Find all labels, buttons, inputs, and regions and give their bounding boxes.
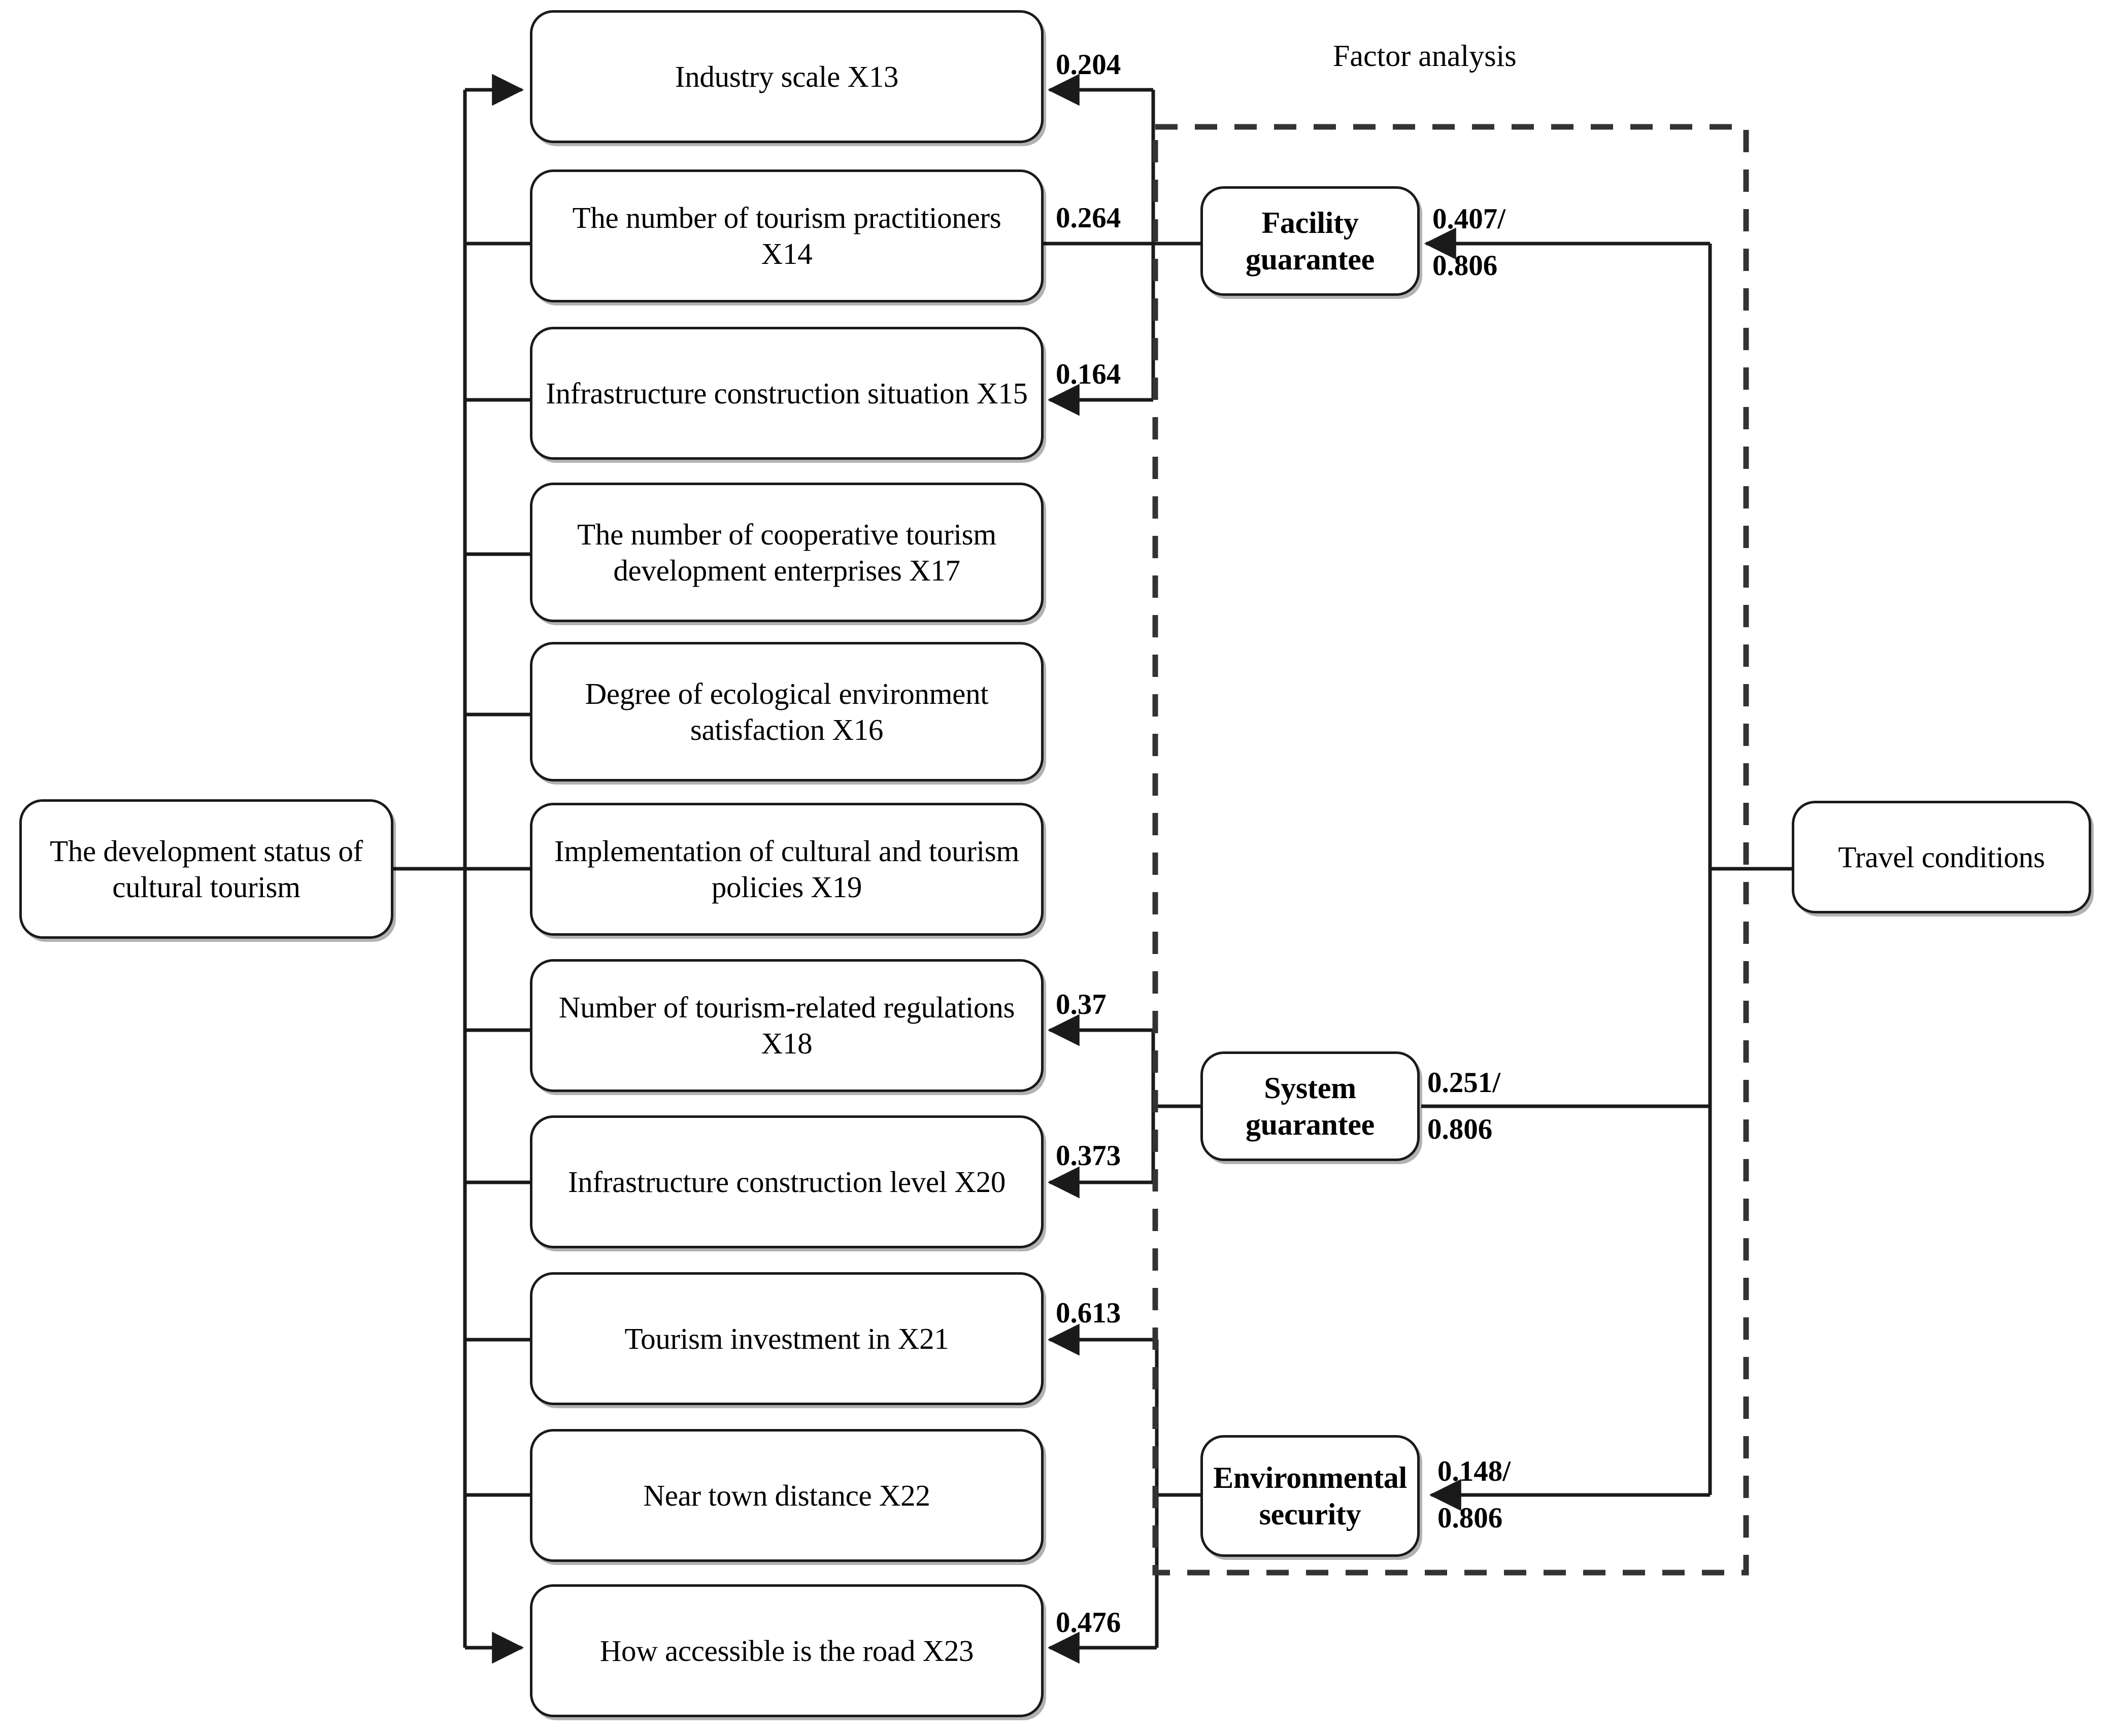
edge-label-system-weight-bottom: 0.806 <box>1427 1113 1493 1145</box>
node-label: Implementation of cultural and tourism p… <box>554 834 1019 904</box>
edge-label-037: 0.37 <box>1056 989 1107 1020</box>
edge-label-system-weight-top: 0.251/ <box>1427 1067 1501 1099</box>
node-label: Facility guarantee <box>1246 206 1375 276</box>
edge-label-0164: 0.164 <box>1056 358 1121 390</box>
node-label: Environmental security <box>1213 1461 1407 1531</box>
node-indicator-x21[interactable]: Tourism investment in X21 <box>530 1272 1044 1405</box>
node-indicator-x14[interactable]: The number of tourism practitioners X14 <box>530 169 1044 302</box>
factor-analysis-title: Factor analysis <box>1333 39 1517 73</box>
edge-label-0264: 0.264 <box>1056 202 1121 234</box>
node-factor-system-guarantee[interactable]: System guarantee <box>1200 1051 1420 1161</box>
node-label: Degree of ecological environment satisfa… <box>585 676 989 746</box>
edge-label-facility-weight-bottom: 0.806 <box>1432 250 1498 282</box>
node-label: Tourism investment in X21 <box>624 1321 949 1355</box>
node-outcome-travel-conditions[interactable]: Travel conditions <box>1792 801 2091 913</box>
node-label: Near town distance X22 <box>643 1478 930 1512</box>
edge-label-0204: 0.204 <box>1056 49 1121 81</box>
edge-label-0476: 0.476 <box>1056 1607 1121 1639</box>
node-label: Infrastructure construction level X20 <box>567 1165 1006 1199</box>
edge-label-facility-weight-top: 0.407/ <box>1432 203 1506 235</box>
node-indicator-x17[interactable]: The number of cooperative tourism develo… <box>530 483 1044 622</box>
node-label: Industry scale X13 <box>675 59 899 93</box>
node-label: The number of tourism practitioners X14 <box>572 201 1001 270</box>
node-indicator-x18[interactable]: Number of tourism-related regulations X1… <box>530 959 1044 1092</box>
node-label: Number of tourism-related regulations X1… <box>558 991 1015 1060</box>
edge-label-environmental-weight-bottom: 0.806 <box>1437 1502 1503 1534</box>
edge-label-0613: 0.613 <box>1056 1297 1121 1329</box>
edge-label-environmental-weight-top: 0.148/ <box>1437 1455 1511 1487</box>
node-label: Travel conditions <box>1838 840 2045 874</box>
node-factor-facility-guarantee[interactable]: Facility guarantee <box>1200 186 1420 296</box>
node-indicator-x22[interactable]: Near town distance X22 <box>530 1429 1044 1562</box>
node-indicator-x23[interactable]: How accessible is the road X23 <box>530 1584 1044 1717</box>
node-development-status[interactable]: The development status of cultural touri… <box>19 799 393 939</box>
node-indicator-x13[interactable]: Industry scale X13 <box>530 10 1044 143</box>
node-factor-environmental-security[interactable]: Environmental security <box>1200 1435 1420 1557</box>
node-label: System guarantee <box>1246 1071 1375 1141</box>
node-indicator-x20[interactable]: Infrastructure construction level X20 <box>530 1115 1044 1248</box>
node-indicator-x15[interactable]: Infrastructure construction situation X1… <box>530 327 1044 460</box>
edge-label-0373: 0.373 <box>1056 1140 1121 1172</box>
node-indicator-x19[interactable]: Implementation of cultural and tourism p… <box>530 803 1044 936</box>
node-indicator-x16[interactable]: Degree of ecological environment satisfa… <box>530 642 1044 781</box>
node-label: The development status of cultural touri… <box>50 834 363 904</box>
node-label: The number of cooperative tourism develo… <box>577 517 996 587</box>
factor-analysis-boundary <box>1152 124 1749 1576</box>
node-label: How accessible is the road X23 <box>599 1633 974 1667</box>
node-label: Infrastructure construction situation X1… <box>546 376 1028 410</box>
